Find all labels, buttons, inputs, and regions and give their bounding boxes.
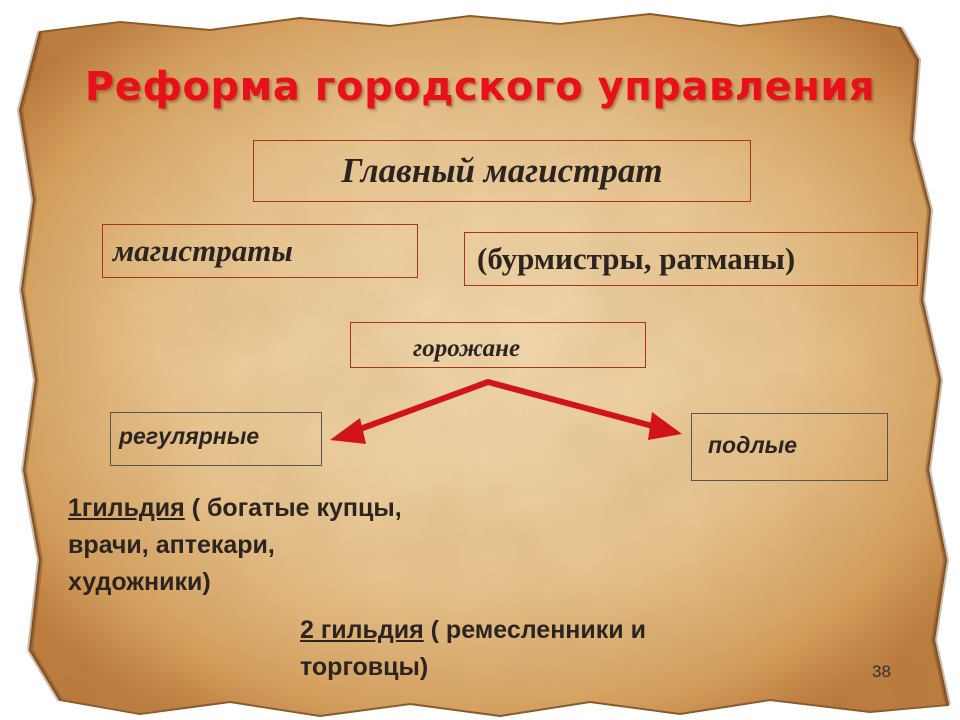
page-number: 38 xyxy=(872,662,891,681)
members-box: (бурмистры, ратманы) xyxy=(464,232,918,286)
guild1-note: 1гильдия ( богатые купцы, врачи, аптекар… xyxy=(68,490,408,601)
guild1-label: 1гильдия xyxy=(68,494,185,522)
magistrates-box: магистраты xyxy=(102,224,418,278)
lowly-citizens-box: подлые xyxy=(691,413,888,481)
arrow-head-right xyxy=(648,412,682,440)
guild1-description: ( богатые купцы, врачи, аптекари, художн… xyxy=(68,494,402,596)
regular-citizens-label: регулярные xyxy=(119,423,260,449)
branch-arrows xyxy=(330,379,682,444)
main-magistrate-box: Главный магистрат xyxy=(253,140,751,202)
main-magistrate-label: Главный магистрат xyxy=(341,151,663,190)
lowly-citizens-label: подлые xyxy=(708,432,798,458)
magistrates-label: магистраты xyxy=(113,233,293,268)
citizens-box: горожане xyxy=(350,322,646,368)
slide-title: Реформа городского управления xyxy=(84,64,876,110)
regular-citizens-box: регулярные xyxy=(110,412,322,466)
guild2-label: 2 гильдия xyxy=(300,616,424,644)
members-label: (бурмистры, ратманы) xyxy=(477,241,796,276)
arrow-head-left xyxy=(330,418,366,444)
citizens-label: горожане xyxy=(413,335,521,362)
arrow-to-lowly xyxy=(485,379,663,431)
guild2-note: 2 гильдия ( ремесленники и торговцы) xyxy=(300,612,760,686)
guild2-description: ( ремесленники и торговцы) xyxy=(300,616,646,681)
arrow-to-regular xyxy=(349,379,491,435)
